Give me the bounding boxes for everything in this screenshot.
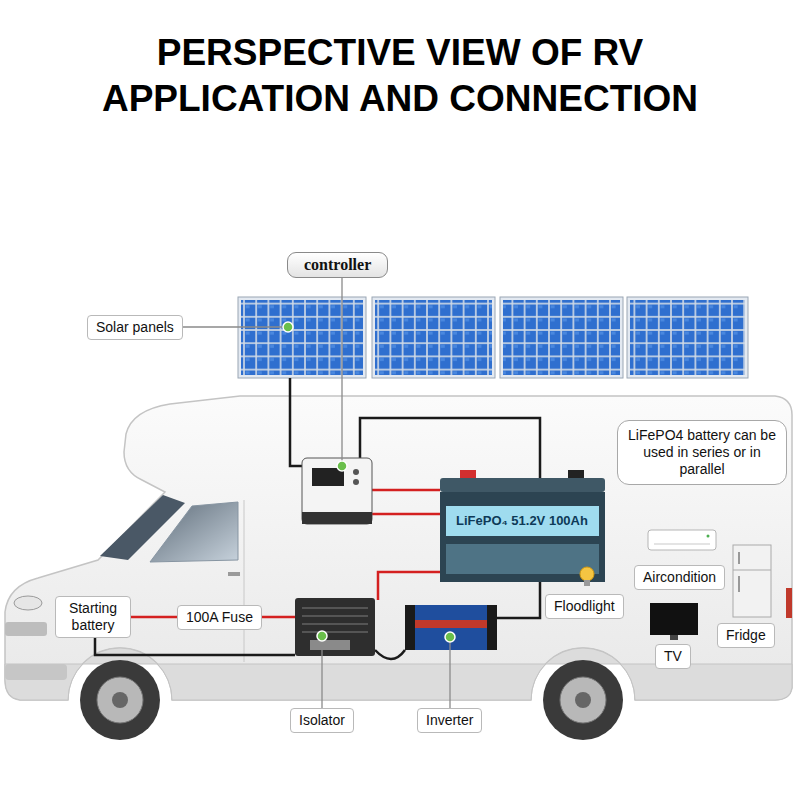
isolator [295, 598, 375, 656]
rv-body [5, 396, 792, 740]
node-text: Aircondition [643, 569, 716, 586]
node-text: Solar panels [96, 319, 174, 336]
controller-callout: controller [287, 252, 388, 278]
leader-dots [283, 322, 455, 642]
callout-label: Aircondition [634, 565, 725, 590]
battery-print: LiFePO₄ 51.2V 100Ah [456, 513, 588, 529]
callout-label: Floodlight [545, 594, 624, 619]
lifepo4-battery [440, 470, 605, 582]
callout-label: Starting battery [55, 596, 131, 638]
callout-label: Solar panels [87, 315, 183, 340]
solar-panels [238, 297, 748, 378]
callout-label: 100A Fuse [177, 605, 262, 630]
callout-label: TV [655, 644, 691, 669]
inverter [405, 605, 497, 650]
leader-lines [170, 270, 450, 710]
callout-label: Isolator [290, 708, 354, 733]
node-text: controller [304, 255, 371, 275]
node-text: Starting battery [62, 600, 124, 634]
node-text: Isolator [299, 712, 345, 729]
callout-label: Inverter [417, 708, 482, 733]
node-text: Inverter [426, 712, 473, 729]
charge-controller [302, 458, 372, 524]
note-box: LiFePO4 battery can be used in series or… [617, 420, 787, 485]
node-text: LiFePO4 battery can be used in series or… [624, 427, 780, 478]
node-text: TV [664, 648, 682, 665]
node-text: Fridge [726, 627, 766, 644]
callout-label: Fridge [717, 623, 775, 648]
node-text: 100A Fuse [186, 609, 253, 626]
node-text: Floodlight [554, 598, 615, 615]
title: PERSPECTIVE VIEW OF RV APPLICATION AND C… [50, 30, 750, 122]
